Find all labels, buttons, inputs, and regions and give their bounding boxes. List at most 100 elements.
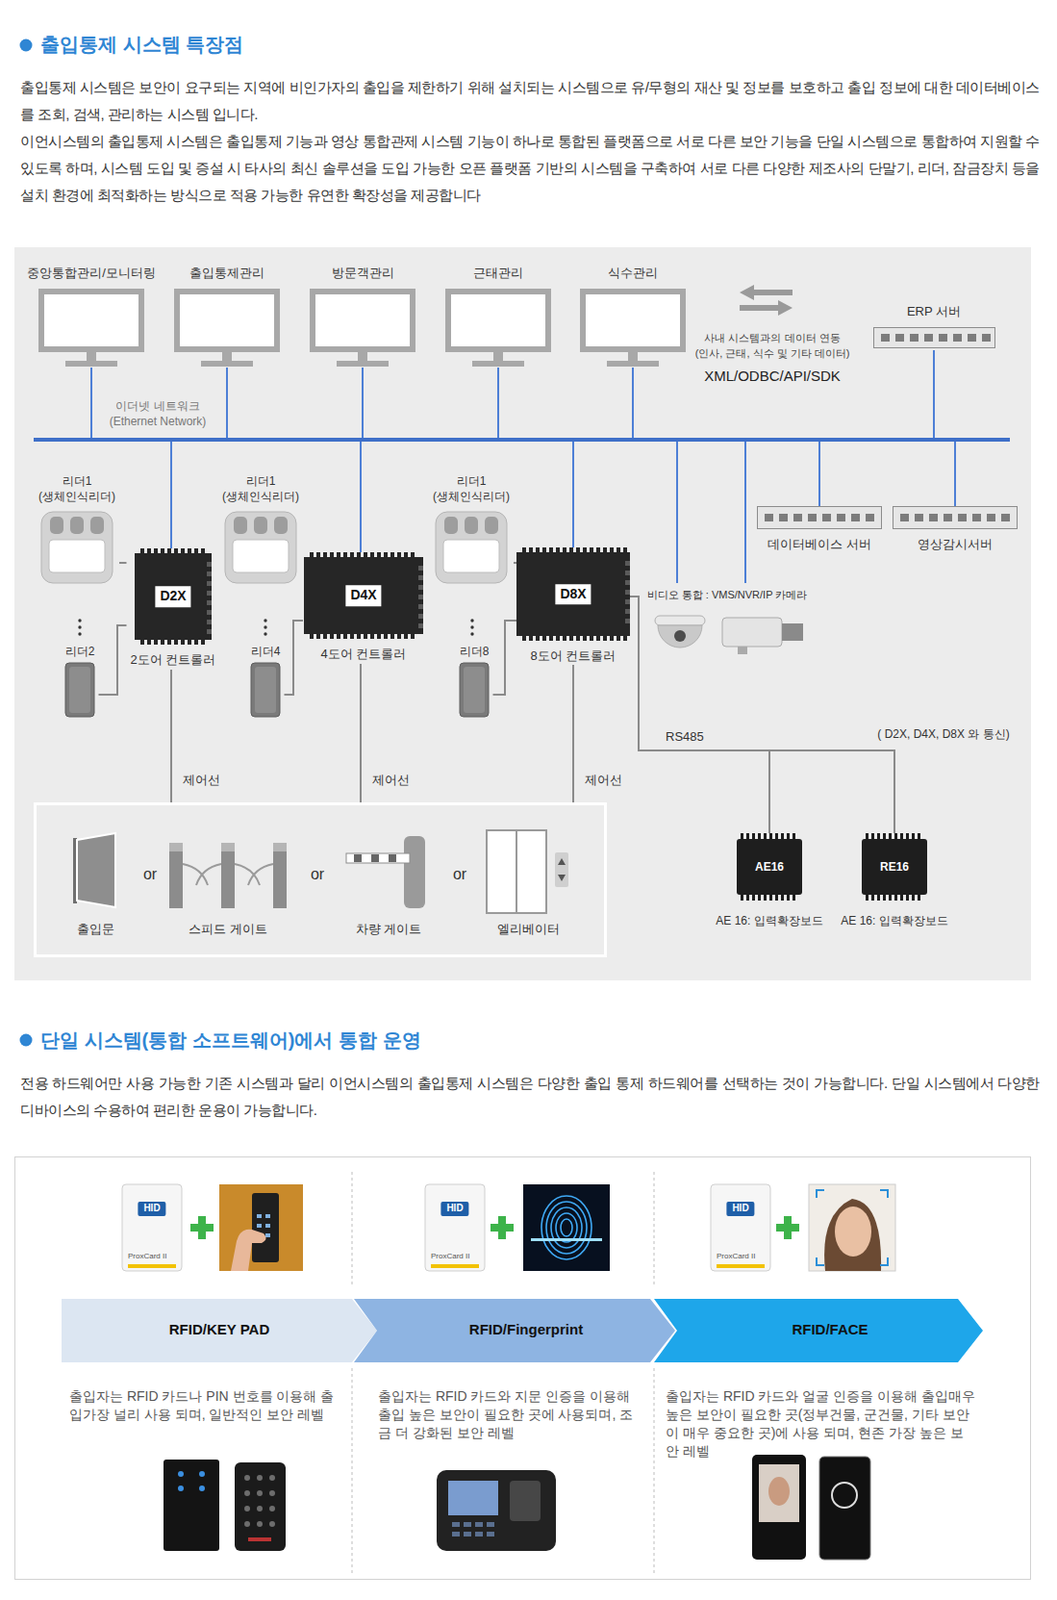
board-icon-part: [775, 832, 779, 840]
connector: [119, 561, 127, 564]
board-label: AE 16: 입력확장보드: [840, 913, 948, 929]
board-icon-part: [882, 832, 886, 840]
controller-model: D8X: [554, 583, 591, 605]
plus-signs-part: [198, 1215, 206, 1239]
door-controller: D4X4도어 컨트롤러: [302, 552, 425, 664]
bio-reader: 리더1(생체인식리더): [34, 474, 120, 586]
controller-icon-part: [350, 632, 354, 639]
face-terminals-part: [768, 1476, 790, 1506]
server-rack-part: [981, 333, 991, 342]
board-icon-part: [769, 832, 773, 840]
server-rack-part: [822, 513, 831, 522]
bio-reader-icon: [434, 510, 508, 584]
rfid-cards-part: [716, 1263, 765, 1268]
bio-reader-icon-part: [232, 539, 289, 573]
server-rack-part: [943, 513, 953, 522]
fingerprint-photo-part-part: [541, 1195, 592, 1259]
board-icon-part: [757, 832, 761, 840]
board-icon-part: [786, 893, 790, 901]
controller-icon-part: [180, 638, 185, 645]
fingerprint-terminal-part: [509, 1480, 541, 1521]
camera-icons-part: [654, 615, 705, 626]
board-icon-part: [740, 893, 744, 901]
connector: [513, 561, 517, 564]
controller-icon-part: [390, 632, 395, 639]
gate-icon: [73, 831, 119, 908]
gate-icon-part: [353, 854, 362, 862]
controller-model: D2X: [154, 585, 191, 607]
face-photo-part: [808, 1183, 896, 1271]
controller-icon-part: [418, 594, 424, 600]
board-icon-part: [780, 832, 784, 840]
card-model: ProxCard II: [127, 1251, 167, 1261]
edge-label: 제어선: [582, 772, 625, 788]
ellipsis-dots-part: [77, 631, 81, 635]
monitor-node: 식수관리: [576, 265, 690, 368]
chevron-shape-part: [353, 1298, 676, 1362]
server-rack-part: [953, 333, 962, 342]
controller-icon-part: [625, 579, 630, 585]
controller-icon-part: [542, 547, 547, 554]
board-icon-part: [752, 832, 755, 840]
gate-icon-part: [273, 850, 287, 908]
server-rack-part: [929, 513, 938, 522]
board-icon-part: [894, 893, 898, 901]
controller-icon-part: [160, 548, 165, 554]
monitor-icon-part: [628, 352, 638, 361]
reader-label: 리더1: [246, 474, 277, 489]
board-icon-part: [877, 832, 881, 840]
elevator-node: 엘리베이터: [479, 829, 577, 943]
monitor-icon-part: [86, 352, 97, 361]
ellipsis-dots-part: [470, 625, 474, 629]
server-rack-part: [895, 333, 905, 342]
fingerprint-terminal-part-part: [463, 1531, 472, 1536]
face-photo-part: [834, 1206, 872, 1257]
connector: [497, 367, 500, 438]
controller-icon-part: [336, 552, 341, 558]
controller-icon-part: [576, 634, 580, 641]
gate-icon: [169, 838, 287, 908]
bio-reader-icon-part: [253, 516, 268, 534]
keypad-devices: [163, 1459, 286, 1551]
keypad-devices-part-part: [244, 1474, 251, 1481]
connector: [744, 441, 747, 583]
ellipsis-dots-part: [470, 631, 474, 635]
ethernet-bus: 이더넷 네트워크(Ethernet Network): [33, 437, 1010, 442]
paragraph: 전용 하드웨어만 사용 가능한 기존 시스템과 달리 이언시스템의 출입통제 시…: [20, 1069, 1040, 1124]
keypad-photo-part-part: [256, 1213, 262, 1218]
protocol-text: XML/ODBC/API/SDK: [704, 367, 841, 386]
controller-icon-part: [582, 547, 587, 554]
board-icon-part: [877, 893, 881, 901]
ellipsis-dots-part: [263, 631, 267, 635]
keypad-devices-part-part: [177, 1484, 184, 1491]
connector: [932, 350, 935, 438]
controller-icon-part: [609, 547, 614, 554]
network-label: 이더넷 네트워크: [115, 399, 200, 414]
gate-label: 스피드 게이트: [188, 921, 268, 937]
controller-icon-part: [356, 632, 361, 639]
bio-reader-icon-part: [464, 516, 479, 534]
rfid-cards-part: [425, 1183, 485, 1271]
method-title: RFID/Fingerprint: [469, 1320, 583, 1339]
controller-icon-part: [343, 552, 348, 558]
keypad-devices-part: [248, 1536, 272, 1541]
bio-reader-icon: [224, 510, 298, 584]
method-description: 출입자는 RFID 카드나 PIN 번호를 이용해 출입가장 널리 사용 되며,…: [69, 1386, 345, 1424]
camera-icons-part: [674, 629, 686, 642]
monitor-icon-part: [222, 352, 232, 361]
erp-server: ERP 서버: [870, 303, 998, 351]
connector: [493, 620, 518, 695]
rfid-cards: [122, 1183, 771, 1271]
controller-icon-part: [410, 552, 415, 558]
monitor-label: 출입통제관리: [189, 265, 265, 281]
keypad-photo-part-part: [256, 1223, 262, 1228]
server-rack-part: [880, 333, 890, 342]
controller-icon-part: [589, 634, 594, 641]
monitor-label: 중앙통합관리/모니터링: [26, 265, 156, 281]
keypad-devices-part-part: [199, 1484, 205, 1491]
connector: [170, 441, 173, 549]
keypad-devices-part-part: [269, 1474, 276, 1481]
method-chevron: RFID/Fingerprint: [353, 1298, 676, 1362]
connector: [359, 663, 362, 803]
